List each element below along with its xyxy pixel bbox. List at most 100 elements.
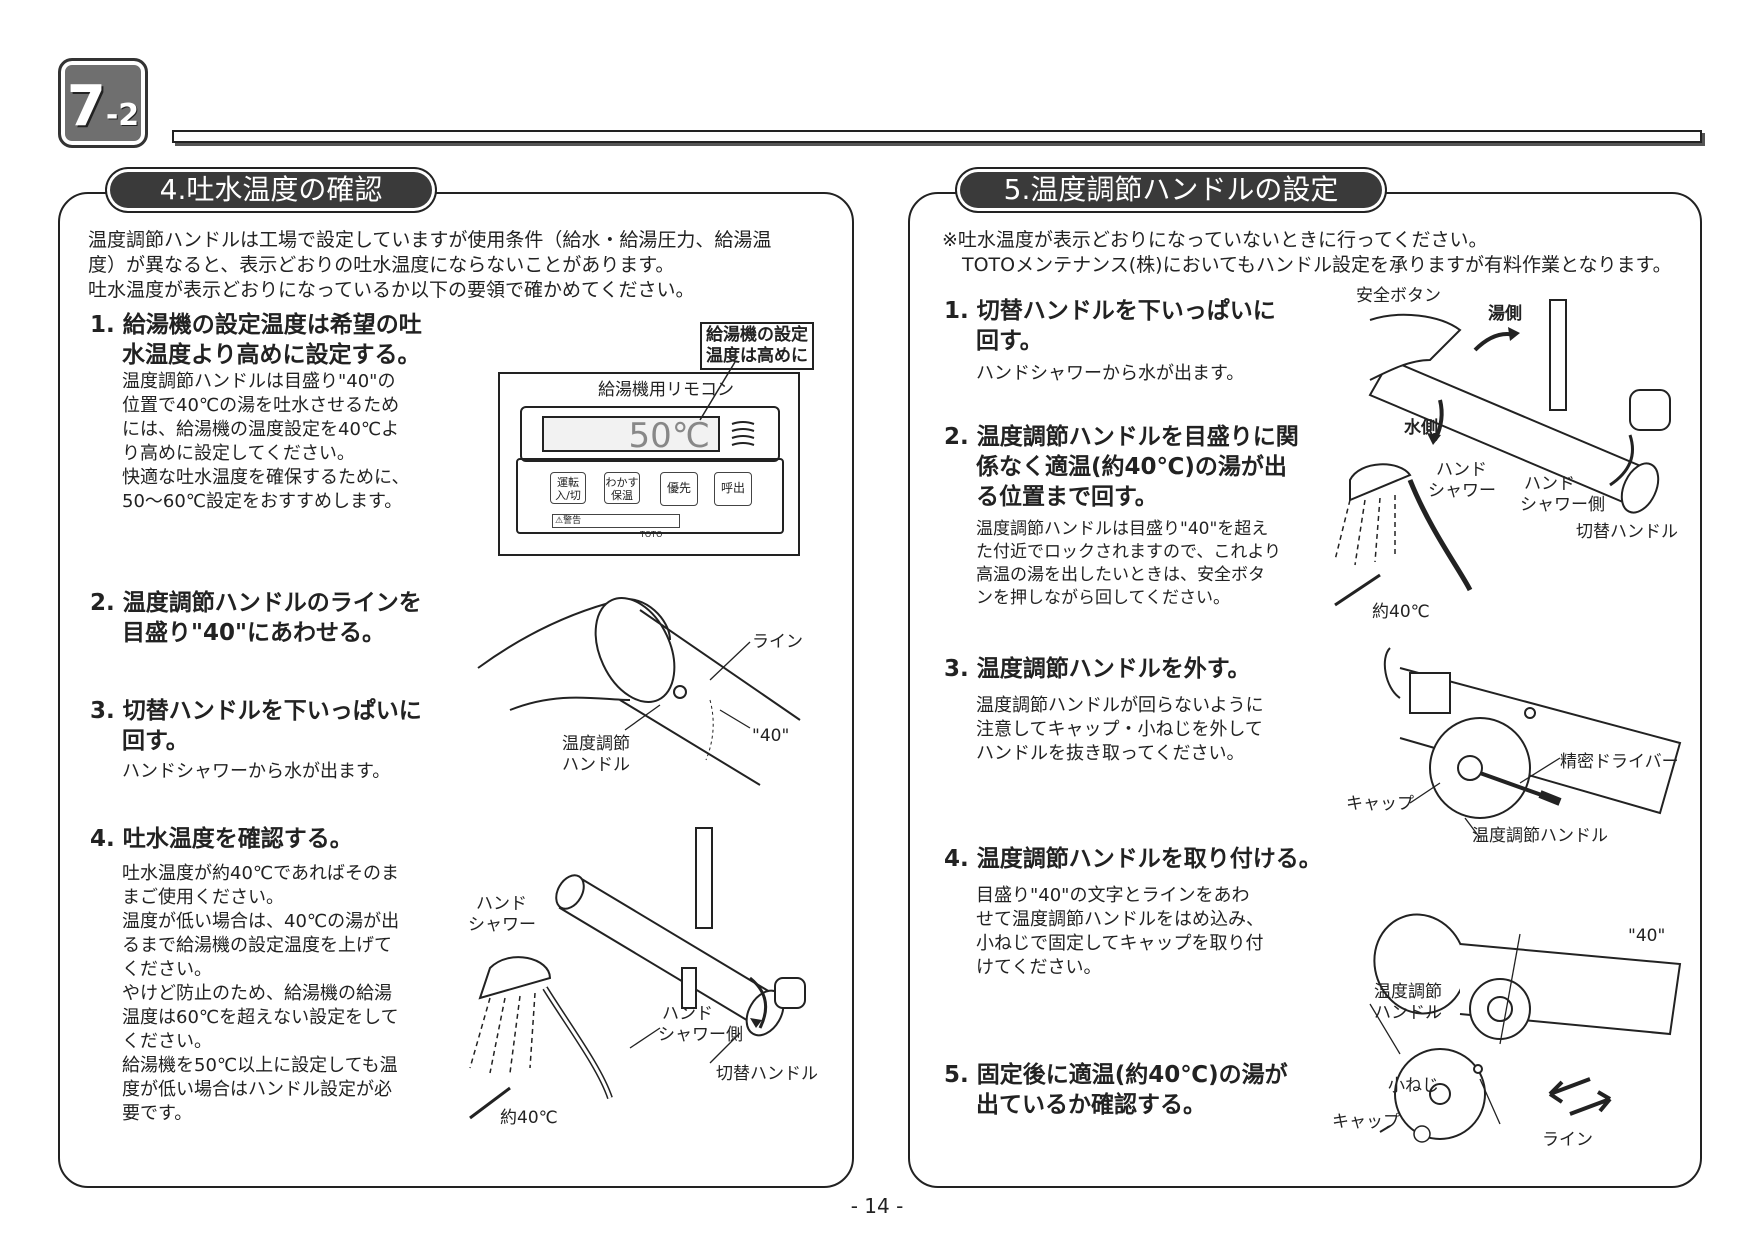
body-line: 目盛り"40"の文字とラインをあわ xyxy=(976,885,1250,906)
header-rule xyxy=(172,130,1702,143)
step-title-line: 水温度より高めに設定する。 xyxy=(122,342,421,368)
right-step2-body: 温度調節ハンドルは目盛り"40"を超え た付近でロックされますので、これより 高… xyxy=(976,518,1281,610)
body-line: 温度調節ハンドルは目盛り"40"を超え xyxy=(976,519,1269,539)
step-title-line: 1. 切替ハンドルを下いっぱいに xyxy=(944,298,1276,324)
left-intro: 温度調節ハンドルは工場で設定していますが使用条件（給水・給湯圧力、給湯温 度）が… xyxy=(88,228,848,303)
intro-line: 温度調節ハンドルは工場で設定していますが使用条件（給水・給湯圧力、給湯温 xyxy=(88,229,772,251)
priority-button[interactable]: 優先 xyxy=(660,472,698,506)
right-step5-title: 5. 固定後に適温(約40℃)の湯が 出ているか確認する。 xyxy=(944,1060,1288,1120)
remote-frame xyxy=(498,372,800,556)
step-title-line: 2. 温度調節ハンドルのラインを xyxy=(90,590,422,616)
temp-handle-label: 温度調節 ハンドル xyxy=(562,734,630,776)
left-step1-title: 1. 給湯機の設定温度は希望の吐 水温度より高めに設定する。 xyxy=(90,310,422,370)
hand-shower-side-label: ハンド シャワー側 xyxy=(1520,474,1605,516)
line-label: ライン xyxy=(1542,1130,1593,1150)
label-line: シャワー xyxy=(468,915,536,935)
remote-callout: 給湯機の設定 温度は高めに xyxy=(700,322,814,370)
right-step3-title: 3. 温度調節ハンドルを外す。 xyxy=(944,656,1251,682)
left-step3-title: 3. 切替ハンドルを下いっぱいに 回す。 xyxy=(90,696,422,756)
page-number: - 14 - xyxy=(850,1194,904,1218)
label-line: ハンド xyxy=(662,1004,713,1024)
remote-label: 給湯機用リモコン xyxy=(598,380,734,400)
step-title-line: る位置まで回す。 xyxy=(976,484,1158,510)
label-line: ハンド xyxy=(1524,474,1575,494)
small-screw-label: 小ねじ xyxy=(1388,1076,1439,1096)
body-line: には、給湯機の温度設定を40℃よ xyxy=(122,419,400,440)
callout-line: 温度は高めに xyxy=(706,346,808,366)
body-line: 50～60℃設定をおすすめします。 xyxy=(122,491,403,512)
label-line: ハンド xyxy=(476,894,527,914)
body-line: 小ねじで固定してキャップを取り付 xyxy=(976,933,1264,954)
temp-handle-label: 温度調節 ハンドル xyxy=(1374,982,1442,1024)
body-line: 度が低い場合はハンドル設定が必 xyxy=(122,1079,392,1100)
remove-handle-illustration xyxy=(1383,647,1682,839)
step-title-line: 回す。 xyxy=(976,328,1043,354)
brand-logo: TOTO xyxy=(640,530,663,539)
step-title-line: 2. 温度調節ハンドルを目盛りに関 xyxy=(944,424,1299,450)
section-number: 7 xyxy=(66,74,106,139)
body-line: ハンドルを抜き取ってください。 xyxy=(976,743,1245,764)
power-button[interactable]: 運転 入/切 xyxy=(550,472,586,504)
cap-label: キャップ xyxy=(1346,794,1414,814)
body-line: 要です。 xyxy=(122,1103,193,1124)
menu-lines-icon xyxy=(731,421,755,446)
step-title-line: 3. 切替ハンドルを下いっぱいに xyxy=(90,698,422,724)
section-badge: 7-2 xyxy=(58,58,148,148)
switch-handle-label: 切替ハンドル xyxy=(716,1064,818,1084)
intro-line: TOTOメンテナンス(株)においてもハンドル設定を承りますが有料作業となります。 xyxy=(962,254,1672,276)
intro-line: ※吐水温度が表示どおりになっていないときに行ってください。 xyxy=(942,229,1488,251)
body-line: けてください。 xyxy=(976,957,1102,978)
precision-driver-label: 精密ドライバー xyxy=(1560,752,1679,772)
line-label: ライン xyxy=(752,632,803,652)
water-side-label: 水側 xyxy=(1404,418,1438,438)
right-step4-title: 4. 温度調節ハンドルを取り付ける。 xyxy=(944,846,1322,872)
left-step4-title: 4. 吐水温度を確認する。 xyxy=(90,826,353,852)
body-line: まご使用ください。 xyxy=(122,887,284,908)
right-step1-body: ハンドシャワーから水が出ます。 xyxy=(976,363,1245,384)
label-line: ハンドル xyxy=(1374,1003,1442,1023)
step-title-line: 目盛り"40"にあわせる。 xyxy=(122,620,385,646)
left-step2-title: 2. 温度調節ハンドルのラインを 目盛り"40"にあわせる。 xyxy=(90,588,422,648)
body-line: 高温の湯を出したいときは、安全ボタ xyxy=(976,565,1265,585)
intro-line: 吐水温度が表示どおりになっているか以下の要領で確かめてください。 xyxy=(88,279,695,301)
hot-side-label: 湯側 xyxy=(1488,304,1522,324)
body-line: 温度調節ハンドルが回らないように xyxy=(976,695,1264,716)
step-title-line: 5. 固定後に適温(約40℃)の湯が xyxy=(944,1062,1288,1088)
right-intro: ※吐水温度が表示どおりになっていないときに行ってください。 TOTOメンテナンス… xyxy=(942,228,1702,278)
right-step2-title: 2. 温度調節ハンドルを目盛りに関 係なく適温(約40℃)の湯が出 る位置まで回… xyxy=(944,422,1299,512)
body-line: 吐水温度が約40℃であればそのま xyxy=(122,863,399,884)
section-sub-number: -2 xyxy=(105,98,140,133)
label-line: シャワー側 xyxy=(1520,495,1605,515)
warning-label: ⚠警告 xyxy=(552,514,680,528)
switch-handle-label: 切替ハンドル xyxy=(1576,522,1678,542)
label-line: シャワー側 xyxy=(658,1025,743,1045)
step-title-line: 1. 給湯機の設定温度は希望の吐 xyxy=(90,312,422,338)
attach-handle-illustration xyxy=(1369,913,1682,1143)
body-line: 注意してキャップ・小ねじを外して xyxy=(976,719,1263,740)
mixer-shower-illustration xyxy=(469,827,806,1120)
cap-label: キャップ xyxy=(1332,1112,1400,1132)
safety-button-illustration xyxy=(1334,299,1671,607)
left-step1-body: 温度調節ハンドルは目盛り"40"の 位置で40℃の湯を吐水させるため には、給湯… xyxy=(122,370,409,514)
hand-shower-side-label: ハンド シャワー側 xyxy=(658,1004,743,1046)
call-button[interactable]: 呼出 xyxy=(714,472,752,506)
label-line: 温度調節 xyxy=(562,734,630,754)
body-line: 温度が低い場合は、40℃の湯が出 xyxy=(122,911,400,932)
step-title-line: 出ているか確認する。 xyxy=(976,1092,1206,1118)
body-line: 給湯機を50℃以上に設定しても温 xyxy=(122,1055,398,1076)
forty-label: "40" xyxy=(1628,926,1666,946)
right-step1-title: 1. 切替ハンドルを下いっぱいに 回す。 xyxy=(944,296,1276,356)
reheat-button[interactable]: わかす 保温 xyxy=(604,472,640,504)
right-panel-title: 5.温度調節ハンドルの設定 xyxy=(960,172,1382,208)
intro-line: 度）が異なると、表示どおりの吐水温度にならないことがあります。 xyxy=(88,254,675,276)
remote-display: 50℃ xyxy=(542,416,720,454)
temp-handle-label: 温度調節ハンドル xyxy=(1472,826,1608,846)
body-line: ください。 xyxy=(122,959,212,980)
callout-line: 給湯機の設定 xyxy=(706,325,808,345)
body-line: 位置で40℃の湯を吐水させるため xyxy=(122,395,400,416)
handle-alignment-illustration xyxy=(477,597,801,786)
body-line: 温度調節ハンドルは目盛り"40"の xyxy=(122,371,396,392)
body-line: せて温度調節ハンドルをはめ込み、 xyxy=(976,909,1264,930)
body-line: ください。 xyxy=(122,1031,212,1052)
temp-40-label: 約40℃ xyxy=(500,1108,558,1128)
